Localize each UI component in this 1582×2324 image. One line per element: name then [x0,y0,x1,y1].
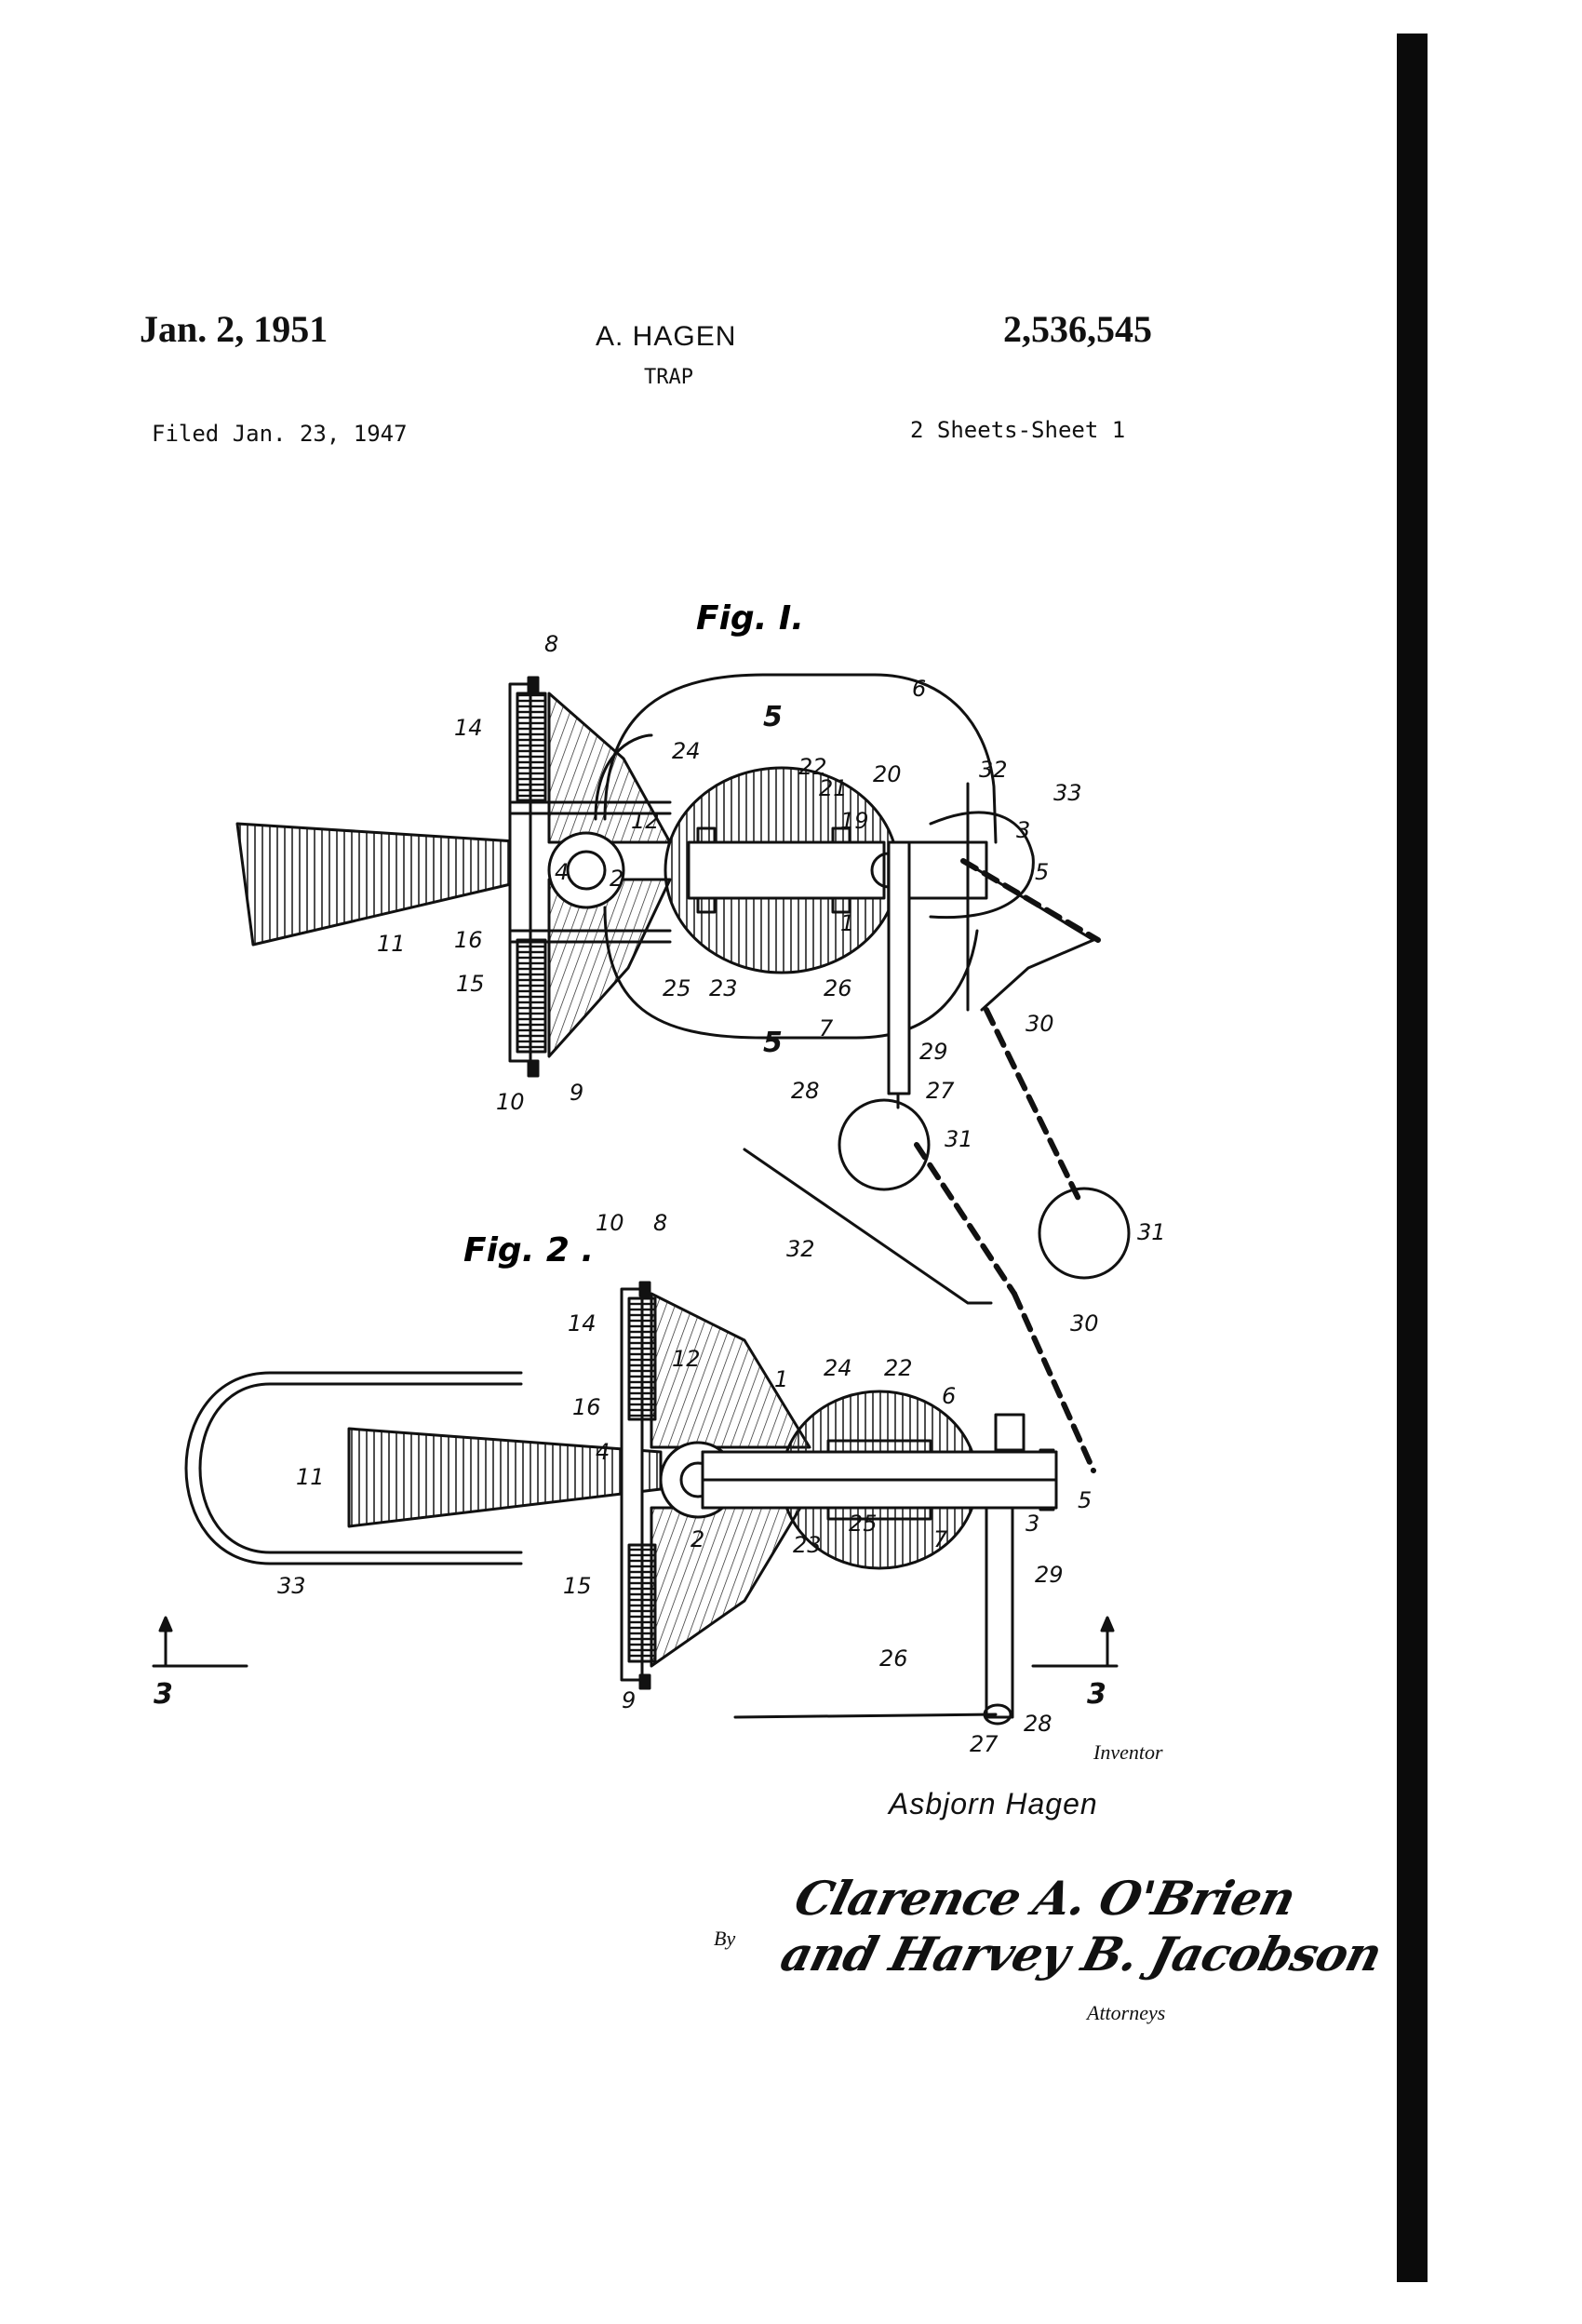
ref-numeral: 26 [824,975,852,1001]
ref-numeral: 27 [970,1731,999,1757]
ref-numeral: 23 [793,1532,822,1558]
attorneys-label: Attorneys [1087,2001,1166,2024]
ref-numeral: 11 [377,931,406,957]
ref-numeral: 30 [1070,1310,1099,1337]
ref-numeral: 3 [1016,817,1030,843]
fig2-label: Fig. 2 . [463,1231,594,1269]
fig1-reference-numerals: 8 14 6 5 24 22 21 20 32 33 12 19 3 5 4 2… [377,631,1166,1245]
ref-numeral: 32 [786,1236,815,1262]
ref-numeral: 30 [1026,1011,1054,1037]
ref-numeral: 5 [1078,1487,1092,1513]
ref-numeral: 2 [690,1526,704,1552]
ref-numeral: 27 [926,1078,955,1104]
ref-numeral: 6 [942,1383,956,1409]
ref-numeral: 12 [672,1346,701,1372]
ref-numeral: 8 [653,1210,667,1236]
scan-edge-bar [1397,34,1428,2282]
ref-numeral: 5 [763,701,783,733]
ref-numeral: 24 [672,738,701,764]
ref-numeral: 21 [819,775,848,801]
ref-numeral: 26 [879,1646,908,1672]
ref-numeral: 5 [763,1027,783,1059]
ref-numeral: 23 [709,975,738,1001]
ref-numeral: 28 [1024,1711,1052,1737]
ref-numeral: 14 [568,1310,597,1337]
ref-numeral: 5 [1035,859,1049,885]
attorney-signature: Clarence A. O'Brien and Harvey B. Jacobs… [775,1871,1401,1982]
ref-numeral: 3 [1087,1678,1106,1711]
ref-numeral: 15 [563,1573,592,1599]
ref-numeral: 31 [1137,1219,1166,1245]
ref-numeral: 33 [1053,780,1082,806]
ref-numeral: 10 [496,1089,525,1115]
attorney-signature-line2: and Harvey B. Jacobson [775,1927,1388,1981]
ref-numeral: 25 [663,975,691,1001]
attorney-signature-line1: Clarence A. O'Brien [789,1871,1301,1926]
ref-numeral: 4 [555,859,569,885]
ref-numeral: 2 [610,866,623,892]
ref-numeral: 14 [454,715,483,741]
ref-numeral: 22 [798,754,827,780]
ref-numeral: 8 [544,631,558,657]
ref-numeral: 24 [824,1355,852,1381]
fig2-drawing [152,1148,1119,1726]
ref-numeral: 20 [873,761,902,787]
ref-numeral: 11 [296,1464,325,1490]
sheet-count: 2 Sheets-Sheet 1 [910,417,1126,443]
inventor-label: Inventor [1093,1740,1163,1764]
ref-numeral: 33 [277,1573,306,1599]
ref-numeral: 6 [912,676,926,702]
ref-numeral: 15 [456,971,485,997]
filed-date: Filed Jan. 23, 1947 [152,421,408,447]
ref-numeral: 19 [840,808,869,834]
fig1-drawing [235,673,1131,1296]
ref-numeral: 1 [840,910,854,936]
ref-numeral: 22 [884,1355,913,1381]
inventor-signature: Asbjorn Hagen [889,1787,1098,1820]
patent-date: Jan. 2, 1951 [140,308,328,350]
by-label: By [714,1927,736,1950]
ref-numeral: 3 [154,1678,173,1711]
ref-numeral: 9 [622,1687,636,1713]
inventor-header-name: A. HAGEN [596,321,737,352]
ref-numeral: 7 [933,1526,948,1552]
patent-number: 2,536,545 [1003,308,1152,350]
ref-numeral: 31 [945,1126,973,1152]
ref-numeral: 16 [572,1394,601,1420]
patent-title: TRAP [644,366,693,389]
ref-numeral: 9 [570,1080,583,1106]
ref-numeral: 32 [979,757,1008,783]
ref-numeral: 29 [1035,1562,1064,1588]
ref-numeral: 28 [791,1078,820,1104]
ref-numeral: 10 [596,1210,624,1236]
ref-numeral: 12 [631,808,660,834]
ref-numeral: 16 [454,927,483,953]
ref-numeral: 7 [819,1015,834,1041]
ref-numeral: 1 [774,1366,788,1392]
ref-numeral: 29 [919,1039,948,1065]
fig2-reference-numerals: 10 8 32 14 30 12 24 22 6 16 1 4 5 11 2 2… [154,1210,1106,1757]
ref-numeral: 4 [596,1439,610,1465]
fig1-label: Fig. I. [696,599,804,638]
ref-numeral: 25 [849,1511,878,1537]
ref-numeral: 3 [1026,1511,1039,1537]
